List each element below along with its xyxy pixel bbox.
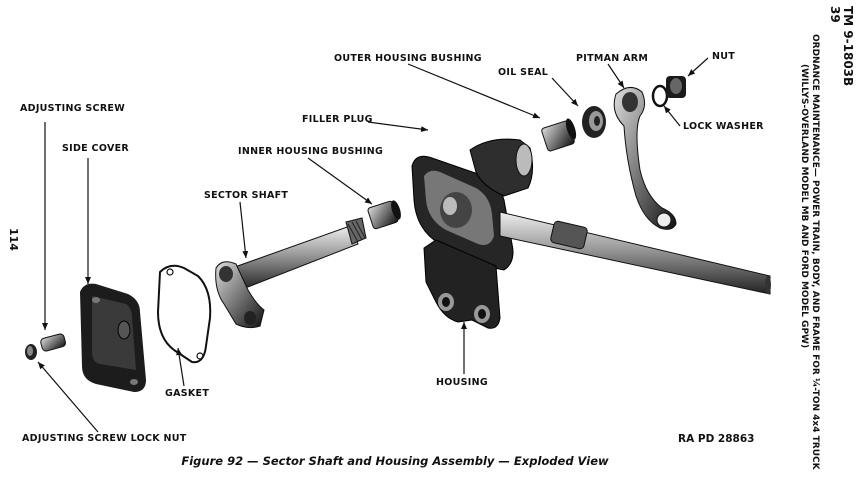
label-outer-housing-bushing: OUTER HOUSING BUSHING <box>334 53 482 64</box>
label-inner-housing-bushing: INNER HOUSING BUSHING <box>238 146 384 157</box>
page-reference: 39 <box>828 6 842 23</box>
label-filler-plug: FILLER PLUG <box>302 114 373 125</box>
oil-seal-part <box>582 106 606 138</box>
header-title-line1: ORDNANCE MAINTENANCE— POWER TRAIN, BODY,… <box>810 34 820 470</box>
lock-washer-part <box>651 84 669 108</box>
side-cover-part <box>80 283 146 392</box>
steering-column-part <box>499 211 771 295</box>
sector-shaft-part <box>215 217 367 329</box>
label-oil-seal: OIL SEAL <box>498 67 549 78</box>
running-header: ORDNANCE MAINTENANCE— POWER TRAIN, BODY,… <box>798 34 820 470</box>
adjusting-screw-lock-nut-part <box>25 344 37 360</box>
label-sector-shaft: SECTOR SHAFT <box>204 190 289 201</box>
adjusting-screw-part <box>40 333 67 352</box>
nut-part <box>666 76 686 98</box>
label-gasket: GASKET <box>165 388 210 399</box>
page-number: 114 <box>7 228 20 251</box>
label-adjusting-screw: ADJUSTING SCREW <box>20 103 125 114</box>
label-nut: NUT <box>712 51 736 62</box>
label-housing: HOUSING <box>436 377 488 388</box>
tm-number: TM 9-1803B <box>841 6 855 87</box>
pitman-arm-part <box>613 87 677 230</box>
housing-part <box>411 138 534 329</box>
ra-pd-number: RA PD 28863 <box>678 433 755 445</box>
gasket-part <box>156 264 212 364</box>
inner-housing-bushing-part <box>367 200 401 230</box>
figure-caption: Figure 92 — Sector Shaft and Housing Ass… <box>181 454 609 468</box>
label-pitman-arm: PITMAN ARM <box>576 53 649 64</box>
label-adjusting-screw-lock-nut: ADJUSTING SCREW LOCK NUT <box>22 433 187 444</box>
outer-housing-bushing-part <box>541 118 577 152</box>
label-side-cover: SIDE COVER <box>62 143 130 154</box>
header-title-line2: (WILLYS-OVERLAND MODEL MB AND FORD MODEL… <box>799 64 809 349</box>
leader-lines <box>37 57 709 433</box>
tm-block: TM 9-1803B 39 <box>828 6 855 87</box>
label-lock-washer: LOCK WASHER <box>683 121 764 132</box>
